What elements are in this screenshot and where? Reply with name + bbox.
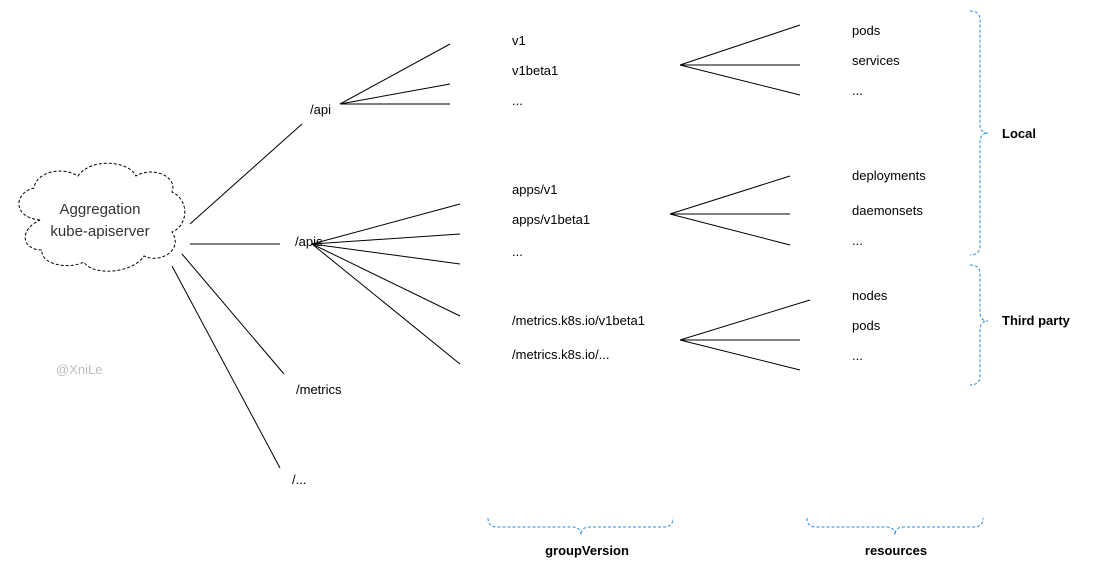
edge-metrics-more	[679, 339, 801, 371]
gv-apps-v1beta1[interactable]: apps/v1beta1	[512, 212, 590, 227]
edge-api-v1beta1	[339, 83, 451, 105]
path-other[interactable]: /...	[292, 472, 306, 487]
watermark: @XniLe	[56, 362, 102, 377]
edge-apis-more	[311, 243, 461, 265]
edge-apps-deployments	[669, 175, 791, 215]
root-node-aggregation-kube-apiserver[interactable]: Aggregation kube-apiserver	[18, 162, 186, 272]
apis-edges	[311, 203, 461, 365]
cloud-shape	[18, 162, 186, 272]
root-edges	[171, 123, 303, 469]
edge-apis-metrics-v1beta1	[311, 243, 461, 317]
root-label-line2: kube-apiserver	[50, 223, 149, 240]
core-resource-edges	[679, 24, 801, 96]
brace-group-version	[487, 517, 674, 536]
edge-core-more	[679, 64, 801, 96]
res-core-services[interactable]: services	[852, 53, 900, 68]
res-core-more[interactable]: ...	[852, 83, 863, 98]
edge-root-api	[189, 123, 303, 225]
edge-apis-metrics-more	[311, 243, 461, 365]
edge-apis-apps-v1beta1	[311, 233, 461, 245]
gv-api-v1[interactable]: v1	[512, 33, 526, 48]
res-apps-daemonsets[interactable]: daemonsets	[852, 203, 923, 218]
res-apps-deployments[interactable]: deployments	[852, 168, 926, 183]
res-metrics-pods[interactable]: pods	[852, 318, 881, 333]
path-metrics[interactable]: /metrics	[296, 382, 342, 397]
group-local-label: Local	[1002, 126, 1036, 141]
res-metrics-more[interactable]: ...	[852, 348, 863, 363]
root-label-line1: Aggregation	[60, 201, 141, 218]
path-api[interactable]: /api	[310, 102, 331, 117]
api-edges	[339, 43, 451, 105]
res-apps-more[interactable]: ...	[852, 233, 863, 248]
edge-api-v1	[339, 43, 451, 105]
gv-metrics-more[interactable]: /metrics.k8s.io/...	[512, 347, 610, 362]
res-metrics-nodes[interactable]: nodes	[852, 288, 888, 303]
brace-third-party	[969, 264, 989, 386]
axis-label-group-version: groupVersion	[545, 543, 629, 558]
path-apis[interactable]: /apis	[295, 234, 323, 249]
res-core-pods[interactable]: pods	[852, 23, 881, 38]
gv-metrics-v1beta1[interactable]: /metrics.k8s.io/v1beta1	[512, 313, 645, 328]
apps-resource-edges	[669, 175, 791, 246]
axis-label-resources: resources	[865, 543, 927, 558]
edge-apps-more	[669, 213, 791, 246]
edge-core-pods	[679, 24, 801, 66]
brace-resources	[806, 517, 984, 536]
metrics-resource-edges	[679, 299, 811, 371]
group-third-party-label: Third party	[1002, 313, 1071, 328]
gv-api-more[interactable]: ...	[512, 93, 523, 108]
edge-apis-apps-v1	[311, 203, 461, 245]
edge-metrics-nodes	[679, 299, 811, 341]
edge-root-other	[171, 265, 281, 469]
edge-root-metrics	[181, 253, 285, 375]
brace-local	[969, 10, 989, 256]
gv-apps-v1[interactable]: apps/v1	[512, 182, 558, 197]
gv-apps-more[interactable]: ...	[512, 244, 523, 259]
gv-api-v1beta1[interactable]: v1beta1	[512, 63, 558, 78]
